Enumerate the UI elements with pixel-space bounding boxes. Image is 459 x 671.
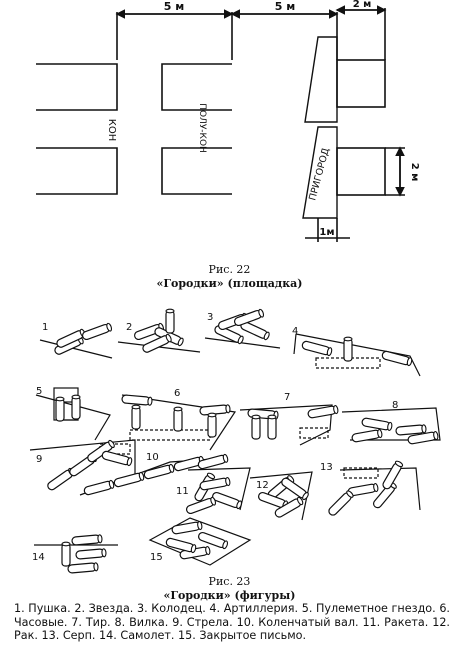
fig-num-2: 2 <box>126 322 132 333</box>
fig-num-15: 15 <box>150 552 163 563</box>
fig-num-11: 11 <box>176 486 189 497</box>
figure-15-pismo <box>148 517 252 566</box>
figure-1-pushka <box>39 322 114 359</box>
polukon-upper <box>161 63 232 111</box>
figure-11-raketa <box>184 467 251 516</box>
dim-label-side: 2 м <box>409 163 420 182</box>
figure-7-tir <box>239 404 340 446</box>
fig23-caption-num: Рис. 23 <box>208 575 251 588</box>
label-kon: КОН <box>106 119 117 142</box>
kon-lower <box>36 147 118 195</box>
town-square-upper <box>336 59 386 108</box>
prigorod-upper <box>304 36 338 123</box>
fig-num-10: 10 <box>146 452 159 463</box>
town-square-lower <box>336 147 386 196</box>
label-prigorod: ПРИГОРОД <box>307 147 332 202</box>
label-polukon: ПОЛУ-КОН <box>197 103 207 153</box>
figure-4-artilleriya <box>293 333 421 377</box>
fig-num-1: 1 <box>42 322 48 333</box>
figure-5-pulemet <box>35 387 111 441</box>
figure-12-rak <box>249 471 313 521</box>
fig-num-4: 4 <box>292 326 298 337</box>
figures <box>29 308 441 574</box>
fig-num-8: 8 <box>392 400 398 411</box>
fig-num-14: 14 <box>32 552 45 563</box>
fig22-caption-title: «Городки» (площадка) <box>156 277 303 290</box>
fig-num-13: 13 <box>320 462 333 473</box>
fig-num-9: 9 <box>36 454 42 465</box>
dim-label-mid: 5 м <box>275 0 295 13</box>
fig-num-6: 6 <box>174 388 180 399</box>
fig-num-7: 7 <box>284 392 290 403</box>
fig-num-12: 12 <box>256 480 269 491</box>
dim-label-bottom: 1м <box>319 227 334 238</box>
polukon-lower <box>161 147 232 195</box>
fig23-legend: 1. Пушка. 2. Звезда. 3. Колодец. 4. Арти… <box>14 602 450 642</box>
figure-13-serp <box>326 459 421 518</box>
court-plan <box>36 5 405 242</box>
figure-14-samolet <box>34 534 118 574</box>
figure-9-strela <box>29 438 136 492</box>
fig-num-3: 3 <box>207 312 213 323</box>
figure-10-val <box>79 453 230 497</box>
figure-3-kolodec <box>204 308 281 349</box>
fig22-caption-num: Рис. 22 <box>208 263 251 276</box>
dim-label-right: 2 м <box>353 0 372 10</box>
dim-label-left: 5 м <box>164 0 184 13</box>
figure-6-chasovye <box>121 394 237 451</box>
fig23-caption-title: «Городки» (фигуры) <box>163 589 296 602</box>
kon-upper <box>36 63 118 111</box>
figure-2-zvezda <box>117 308 201 355</box>
figure-8-vilka <box>341 407 441 445</box>
fig-num-5: 5 <box>36 386 42 397</box>
